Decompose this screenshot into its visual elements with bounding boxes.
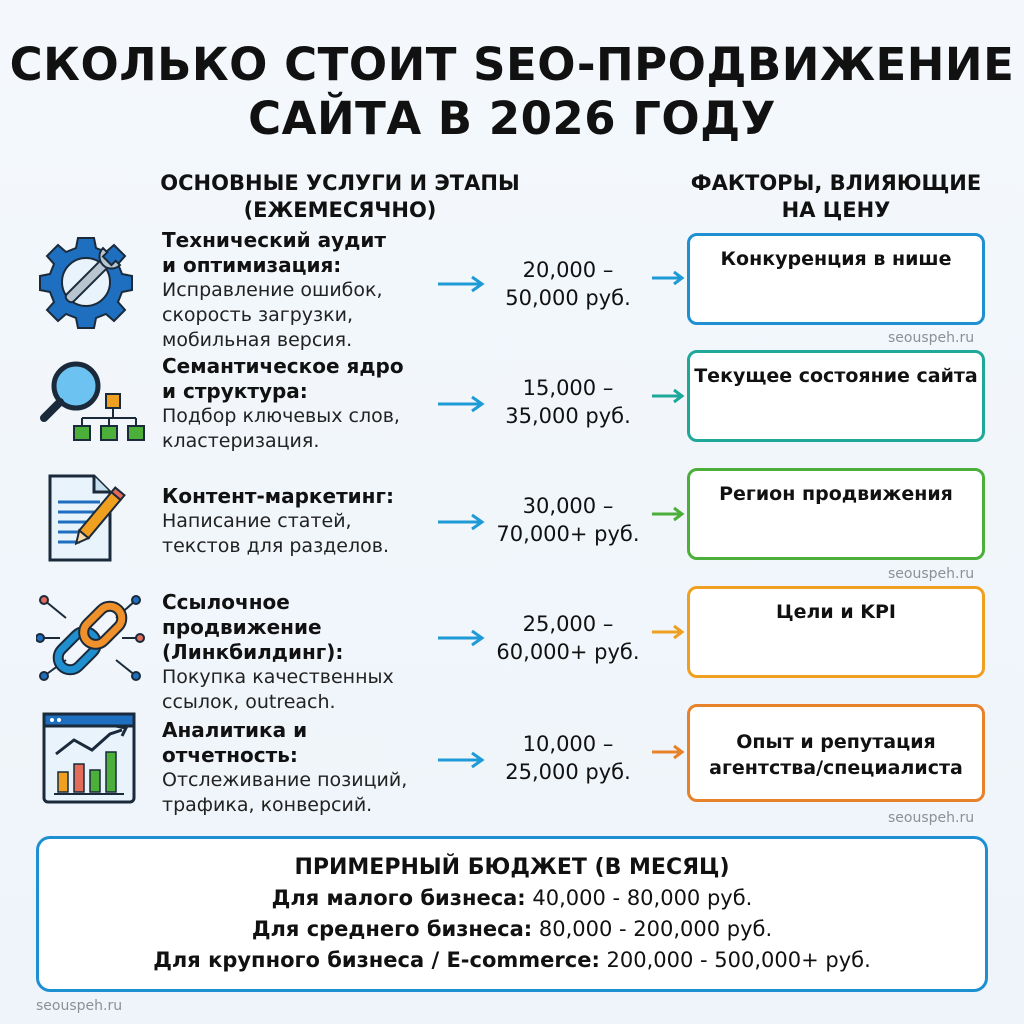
document-pencil-icon — [48, 474, 126, 562]
service-name: (Линкбилдинг): — [162, 640, 344, 664]
service-description: скорость загрузки, — [162, 304, 353, 326]
service-name: Аналитика и отчетность: — [162, 718, 308, 767]
budget-box: ПРИМЕРНЫЙ БЮДЖЕТ (В МЕСЯЦ) Для малого би… — [36, 836, 988, 992]
watermark: seouspeh.ru — [888, 566, 975, 582]
service-description: ссылок, outreach. — [162, 691, 336, 713]
service-description: Исправление ошибок, — [162, 279, 383, 301]
watermark: seouspeh.ru — [36, 998, 123, 1014]
title-line-2: САЙТА В 2026 ГОДУ — [248, 92, 776, 145]
service-name: Технический аудит — [162, 228, 386, 252]
service-link-building: Ссылочное продвижение (Линкбилдинг): Пок… — [162, 590, 442, 715]
factor-region: Регион продвижения — [687, 468, 985, 560]
factor-label: Конкуренция в нише — [720, 248, 952, 270]
service-technical-audit: Технический аудит и оптимизация: Исправл… — [162, 228, 442, 353]
price-from: 10,000 – — [522, 732, 614, 756]
service-analytics: Аналитика и отчетность: Отслеживание поз… — [162, 718, 442, 818]
budget-value: 200,000 - 500,000+ руб. — [606, 948, 871, 972]
arrow-right-icon — [438, 629, 485, 647]
service-description: текстов для разделов. — [162, 535, 389, 557]
service-description: Отслеживание позиций, — [162, 769, 408, 791]
price-to: 25,000 руб. — [505, 760, 631, 784]
factor-goals-kpi: Цели и KPI — [687, 586, 985, 678]
budget-large-business: Для крупного бизнеса / E-commerce: 200,0… — [39, 945, 985, 976]
title-line-1: СКОЛЬКО СТОИТ SEO-ПРОДВИЖЕНИЕ — [9, 38, 1015, 91]
budget-value: 40,000 - 80,000 руб. — [532, 886, 753, 910]
service-description: мобильная версия. — [162, 329, 353, 351]
service-semantic-core: Семантическое ядро и структура: Подбор к… — [162, 354, 442, 454]
factor-label: Регион продвижения — [719, 483, 953, 505]
arrow-right-icon — [438, 513, 485, 531]
price-to: 50,000 руб. — [505, 286, 631, 310]
service-price: 15,000 – 35,000 руб. — [488, 374, 648, 430]
magnifier-structure-icon — [40, 361, 145, 441]
price-to: 60,000+ руб. — [496, 640, 640, 664]
factor-agency-reputation: Опыт и репутация агентства/специалиста — [687, 704, 985, 802]
service-description: Написание статей, — [162, 510, 352, 532]
watermark: seouspeh.ru — [888, 810, 975, 826]
gear-wrench-icon — [39, 237, 133, 329]
budget-label: Для малого бизнеса: — [271, 886, 526, 910]
factors-header-line-1: ФАКТОРЫ, ВЛИЯЮЩИЕ — [690, 171, 982, 195]
service-name: Контент-маркетинг: — [162, 484, 394, 508]
chain-link-icon — [36, 595, 145, 681]
services-header-line-1: ОСНОВНЫЕ УСЛУГИ И ЭТАПЫ — [160, 171, 520, 195]
budget-medium-business: Для среднего бизнеса: 80,000 - 200,000 р… — [39, 914, 985, 945]
factors-header-line-2: НА ЦЕНУ — [781, 198, 891, 222]
factor-label: Опыт и репутация — [736, 731, 936, 753]
factors-header: ФАКТОРЫ, ВЛИЯЮЩИЕ НА ЦЕНУ — [668, 170, 1004, 224]
factor-label: Цели и KPI — [775, 601, 896, 623]
service-name: и оптимизация: — [162, 253, 342, 277]
price-from: 20,000 – — [522, 258, 614, 282]
factor-label: Текущее состояние сайта — [694, 365, 978, 387]
budget-label: Для крупного бизнеса / E-commerce: — [153, 948, 600, 972]
service-name: и структура: — [162, 379, 308, 403]
price-from: 25,000 – — [522, 612, 614, 636]
page-title: СКОЛЬКО СТОИТ SEO-ПРОДВИЖЕНИЕ САЙТА В 20… — [0, 38, 1024, 146]
service-description: трафика, конверсий. — [162, 794, 373, 816]
service-price: 30,000 – 70,000+ руб. — [488, 492, 648, 548]
budget-value: 80,000 - 200,000 руб. — [538, 917, 773, 941]
services-header: ОСНОВНЫЕ УСЛУГИ И ЭТАПЫ (ЕЖЕМЕСЯЧНО) — [150, 170, 530, 224]
price-from: 30,000 – — [522, 494, 614, 518]
price-to: 35,000 руб. — [505, 404, 631, 428]
watermark: seouspeh.ru — [888, 330, 975, 346]
budget-label: Для среднего бизнеса: — [251, 917, 533, 941]
service-name: Семантическое ядро — [162, 354, 404, 378]
factor-site-state: Текущее состояние сайта — [687, 350, 985, 442]
service-description: Подбор ключевых слов, — [162, 405, 400, 427]
analytics-chart-icon — [42, 712, 136, 804]
arrow-right-icon — [438, 275, 485, 293]
service-name: Ссылочное продвижение — [162, 590, 322, 639]
arrow-right-icon — [438, 751, 485, 769]
service-content-marketing: Контент-маркетинг: Написание статей, тек… — [162, 484, 442, 559]
factor-competition: Конкуренция в нише — [687, 233, 985, 325]
service-description: кластеризация. — [162, 430, 320, 452]
service-price: 10,000 – 25,000 руб. — [488, 730, 648, 786]
service-price: 20,000 – 50,000 руб. — [488, 256, 648, 312]
budget-small-business: Для малого бизнеса: 40,000 - 80,000 руб. — [39, 883, 985, 914]
services-header-line-2: (ЕЖЕМЕСЯЧНО) — [243, 198, 437, 222]
service-description: Покупка качественных — [162, 666, 394, 688]
budget-heading: ПРИМЕРНЫЙ БЮДЖЕТ (В МЕСЯЦ) — [294, 855, 730, 880]
service-price: 25,000 – 60,000+ руб. — [488, 610, 648, 666]
arrow-right-icon — [438, 395, 485, 413]
price-to: 70,000+ руб. — [496, 522, 640, 546]
price-from: 15,000 – — [522, 376, 614, 400]
factor-label: агентства/специалиста — [709, 757, 963, 779]
